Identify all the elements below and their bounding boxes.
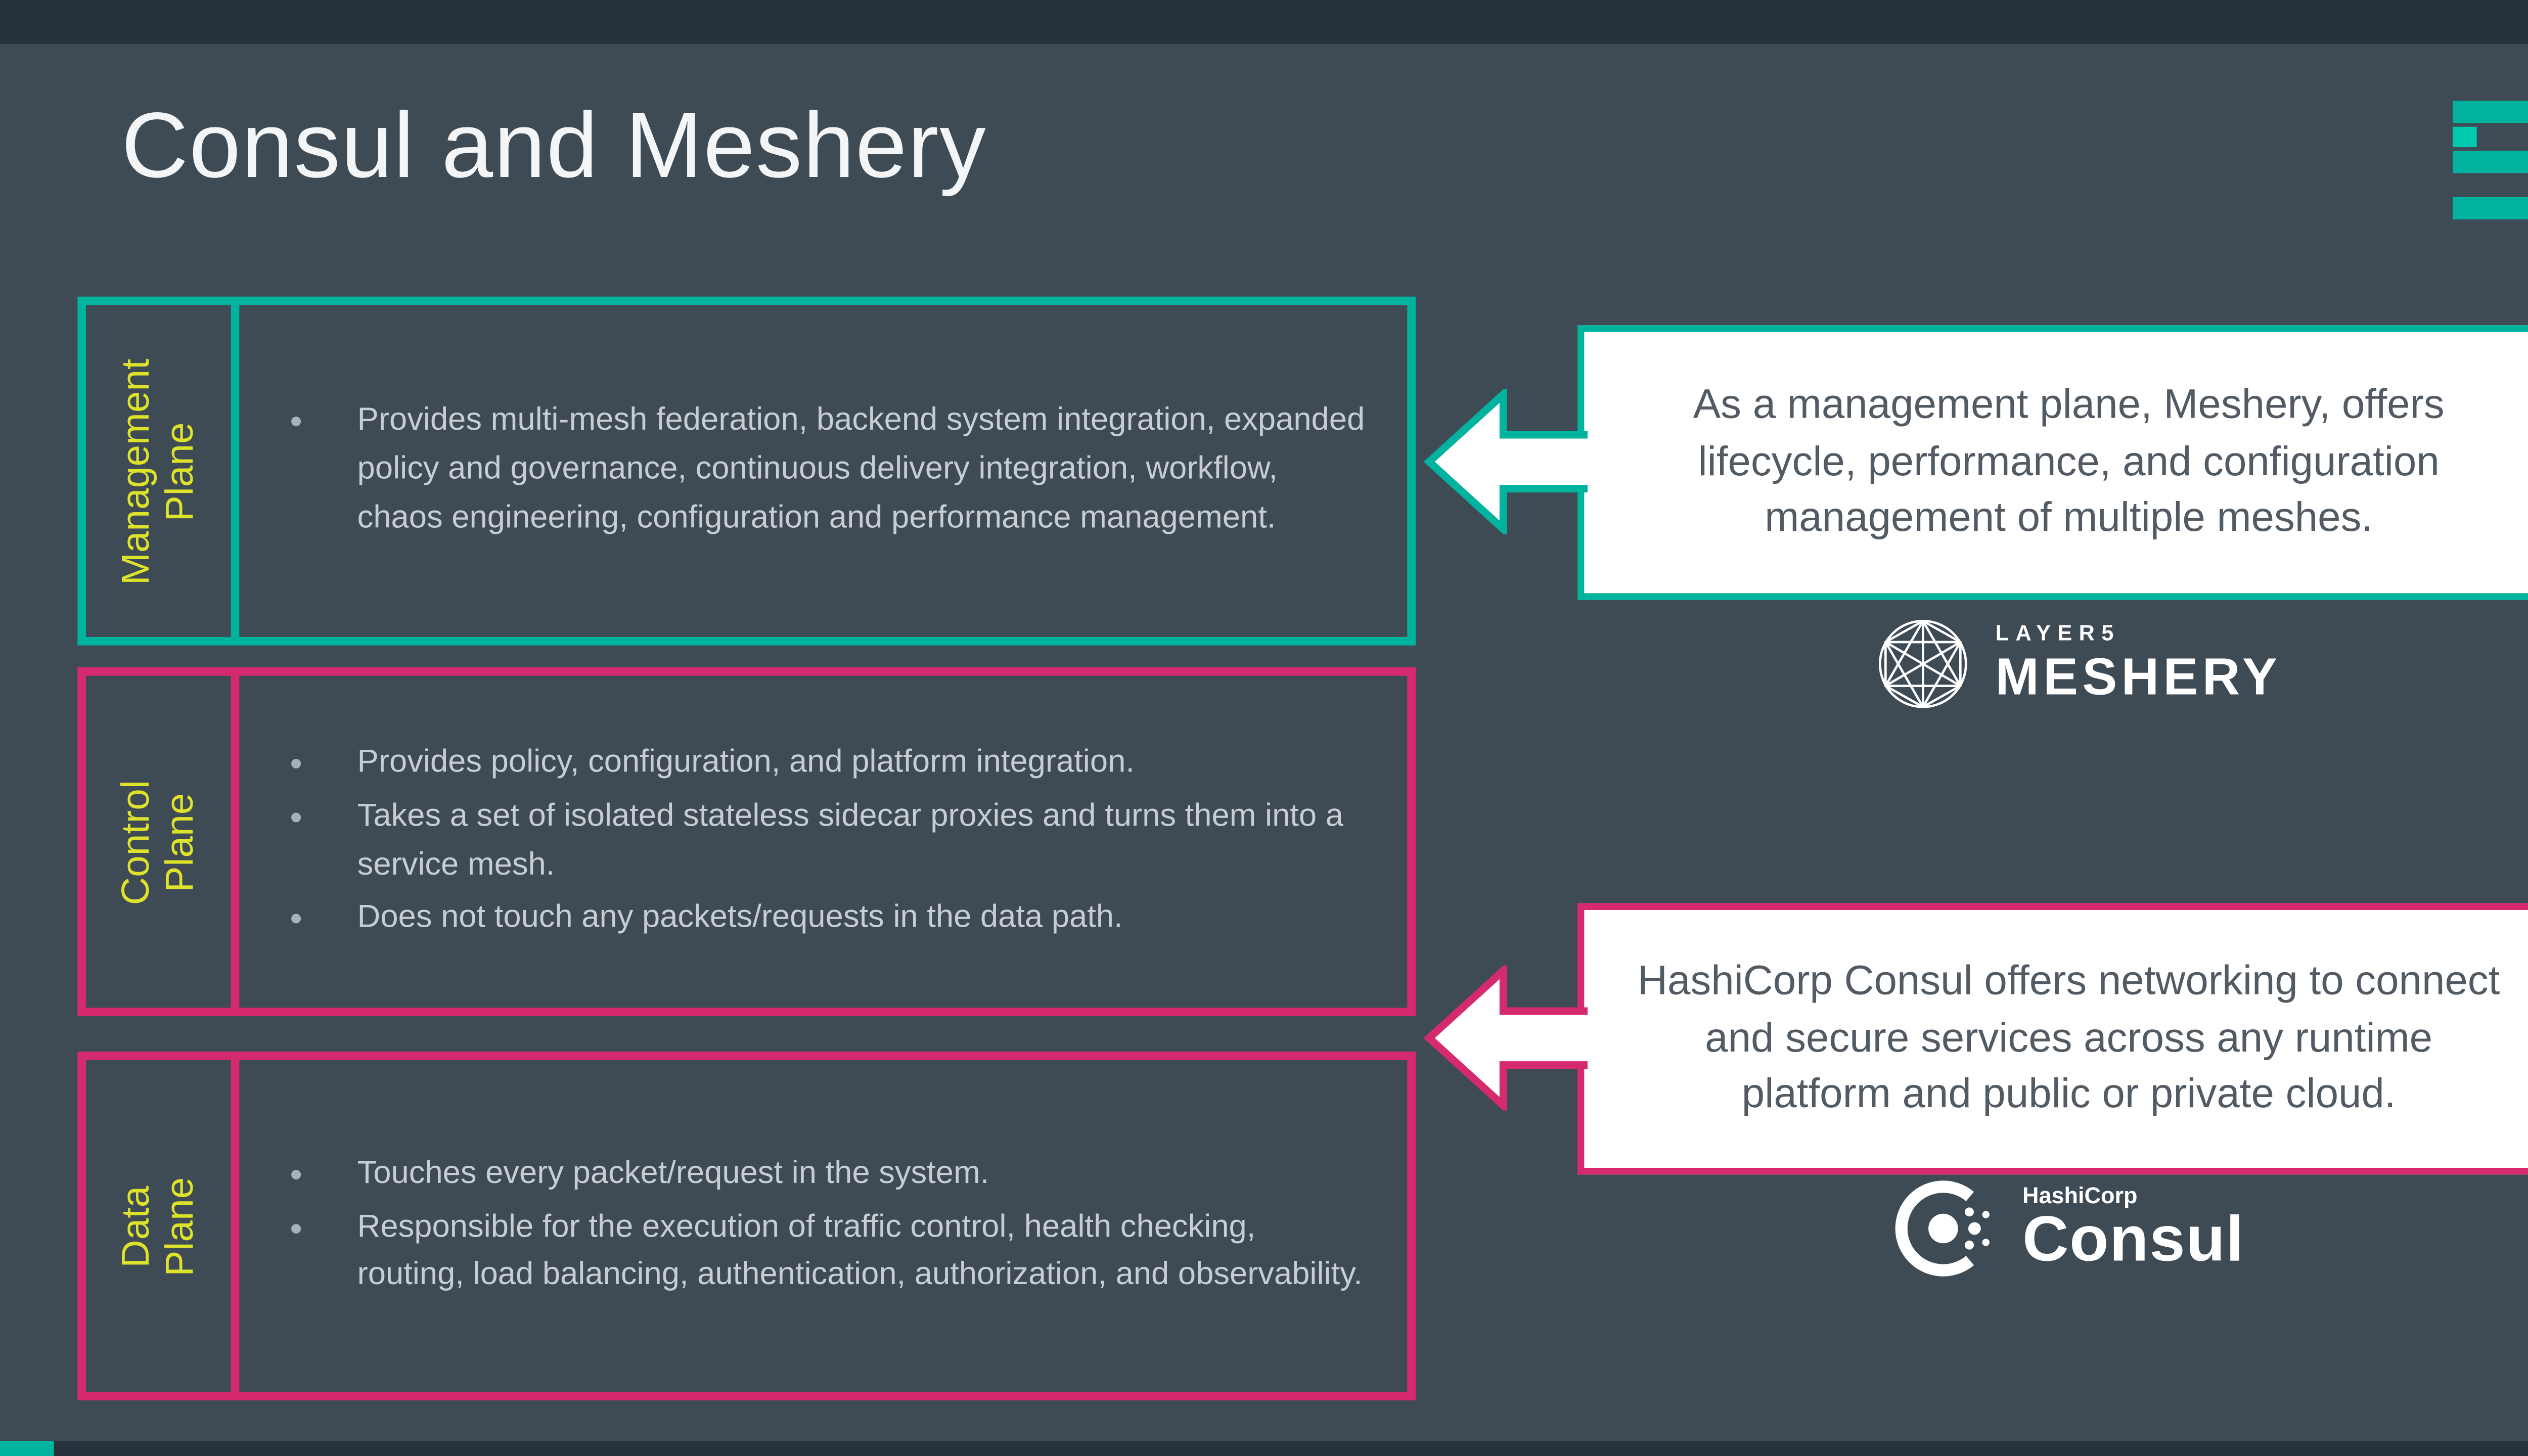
meshery-name: MESHERY bbox=[1995, 647, 2282, 706]
meshery-callout-text: As a management plane, Meshery, offers l… bbox=[1693, 382, 2445, 542]
meshery-logo: LAYER5 MESHERY bbox=[1876, 617, 2281, 711]
callout-arrow-left-icon bbox=[1424, 389, 1588, 534]
management-plane-box: Management Plane Provides multi-mesh fed… bbox=[77, 296, 1416, 646]
data-plane-label-cell: Data Plane bbox=[86, 1060, 240, 1392]
callout-arrow-left-icon bbox=[1424, 965, 1588, 1111]
consul-mark-icon bbox=[1895, 1180, 1990, 1277]
management-plane-label-cell: Management Plane bbox=[86, 305, 240, 637]
layer5-wordmark: LAYER5 bbox=[1995, 620, 2120, 646]
management-plane-content: Provides multi-mesh federation, backend … bbox=[239, 305, 1407, 637]
hashicorp-wordmark: HashiCorp bbox=[2022, 1182, 2138, 1208]
bullet-item: Takes a set of isolated stateless sideca… bbox=[277, 791, 1367, 890]
progress-indicator bbox=[0, 1440, 54, 1456]
control-plane-label-cell: Control Plane bbox=[86, 675, 240, 1008]
bottom-bar bbox=[0, 1440, 2528, 1456]
data-plane-label: Data Plane bbox=[113, 1176, 201, 1276]
bullet-item: Touches every packet/request in the syst… bbox=[277, 1149, 1367, 1202]
slide-title: Consul and Meshery bbox=[121, 93, 987, 197]
bullet-item: Responsible for the execution of traffic… bbox=[277, 1203, 1367, 1301]
consul-logo: HashiCorp Consul bbox=[1891, 1176, 2244, 1281]
control-plane-label: Control Plane bbox=[113, 779, 201, 904]
top-bar bbox=[0, 0, 2528, 44]
control-plane-content: Provides policy, configuration, and plat… bbox=[239, 676, 1407, 1008]
meshery-wordmark: LAYER5 MESHERY bbox=[1996, 620, 2282, 708]
meshery-callout: As a management plane, Meshery, offers l… bbox=[1577, 325, 2528, 600]
consul-wordmark: HashiCorp Consul bbox=[2022, 1182, 2244, 1275]
bullet-item: Does not touch any packets/requests in t… bbox=[277, 894, 1367, 947]
bullet-item: Provides policy, configuration, and plat… bbox=[277, 738, 1367, 791]
data-plane-content: Touches every packet/request in the syst… bbox=[239, 1060, 1407, 1392]
consul-callout-text: HashiCorp Consul offers networking to co… bbox=[1638, 958, 2500, 1118]
bullet-item: Provides multi-mesh federation, backend … bbox=[277, 396, 1367, 544]
consul-name: Consul bbox=[2022, 1204, 2245, 1275]
data-plane-box: Data Plane Touches every packet/request … bbox=[77, 1051, 1416, 1400]
layer5-logo-icon bbox=[2452, 101, 2528, 219]
meshery-sphere-icon bbox=[1878, 619, 1967, 709]
control-plane-box: Control Plane Provides policy, configura… bbox=[77, 667, 1416, 1016]
consul-callout: HashiCorp Consul offers networking to co… bbox=[1577, 903, 2528, 1175]
management-plane-label: Management Plane bbox=[113, 357, 201, 584]
